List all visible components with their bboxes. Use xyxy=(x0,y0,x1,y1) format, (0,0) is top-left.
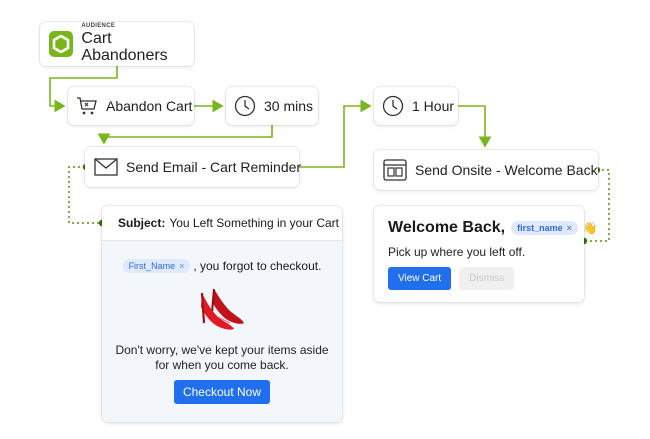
greeting-line: First_Name × , you forgot to checkout. xyxy=(102,259,342,273)
wave-emoji-icon: 👋 xyxy=(582,221,598,235)
onsite-label: Send Onsite - Welcome Back xyxy=(415,162,598,178)
clock-icon xyxy=(382,95,404,117)
checkout-now-button[interactable]: Checkout Now xyxy=(173,380,271,404)
welcome-title-row: Welcome Back, first_name × 👋 xyxy=(388,219,598,237)
dismiss-button[interactable]: Dismiss xyxy=(459,267,515,290)
token-label: first_name xyxy=(517,223,563,233)
connector-wait1h-onsite xyxy=(458,105,492,148)
token-label: First_Name xyxy=(128,261,176,271)
email-body: First_Name × , you forgot to checkout. D… xyxy=(102,241,342,422)
envelope-icon xyxy=(94,158,118,176)
first-name-token[interactable]: First_Name × xyxy=(122,259,191,273)
welcome-actions: View Cart Dismiss xyxy=(388,267,584,290)
send-email-node[interactable]: Send Email - Cart Reminder xyxy=(85,147,302,187)
email-subject-line: Subject: You Left Something in your Cart xyxy=(102,206,342,241)
audience-node[interactable]: AUDIENCE Cart Abandoners xyxy=(40,22,194,66)
trigger-label: Abandon Cart xyxy=(106,98,193,114)
subject-text: You Left Something in your Cart xyxy=(169,216,340,230)
trigger-abandon-cart-node[interactable]: Abandon Cart xyxy=(68,87,194,125)
wait-1-label: 30 mins xyxy=(264,98,314,114)
red-high-heels-image xyxy=(192,283,252,333)
cart-icon xyxy=(76,96,98,116)
view-cart-button[interactable]: View Cart xyxy=(388,267,452,290)
welcome-title: Welcome Back, xyxy=(388,219,506,236)
layout-icon xyxy=(383,159,407,181)
greeting-suffix: , you forgot to checkout. xyxy=(193,259,322,273)
hexagon-icon xyxy=(49,31,74,57)
clock-icon xyxy=(234,95,256,117)
email-label: Send Email - Cart Reminder xyxy=(126,159,302,175)
email-body-text: Don't worry, we've kept your items aside… xyxy=(115,343,329,372)
wait-2-label: 1 Hour xyxy=(412,98,455,114)
welcome-subtitle: Pick up where you left off. xyxy=(388,245,526,259)
token-remove-icon[interactable]: × xyxy=(179,261,185,271)
send-onsite-node[interactable]: Send Onsite - Welcome Back xyxy=(374,150,598,190)
email-preview-card[interactable]: Subject: You Left Something in your Cart… xyxy=(102,206,342,422)
wait-30-mins-node[interactable]: 30 mins xyxy=(226,87,318,125)
wait-1-hour-node[interactable]: 1 Hour xyxy=(374,87,458,125)
audience-title: Cart Abandoners xyxy=(81,30,168,65)
subject-label: Subject: xyxy=(118,216,166,230)
first-name-token[interactable]: first_name × xyxy=(511,221,578,235)
connector-wait30-email xyxy=(97,125,273,145)
audience-eyebrow: AUDIENCE xyxy=(81,23,116,30)
token-remove-icon[interactable]: × xyxy=(566,223,572,233)
onsite-preview-card[interactable]: Welcome Back, first_name × 👋 Pick up whe… xyxy=(374,206,598,302)
